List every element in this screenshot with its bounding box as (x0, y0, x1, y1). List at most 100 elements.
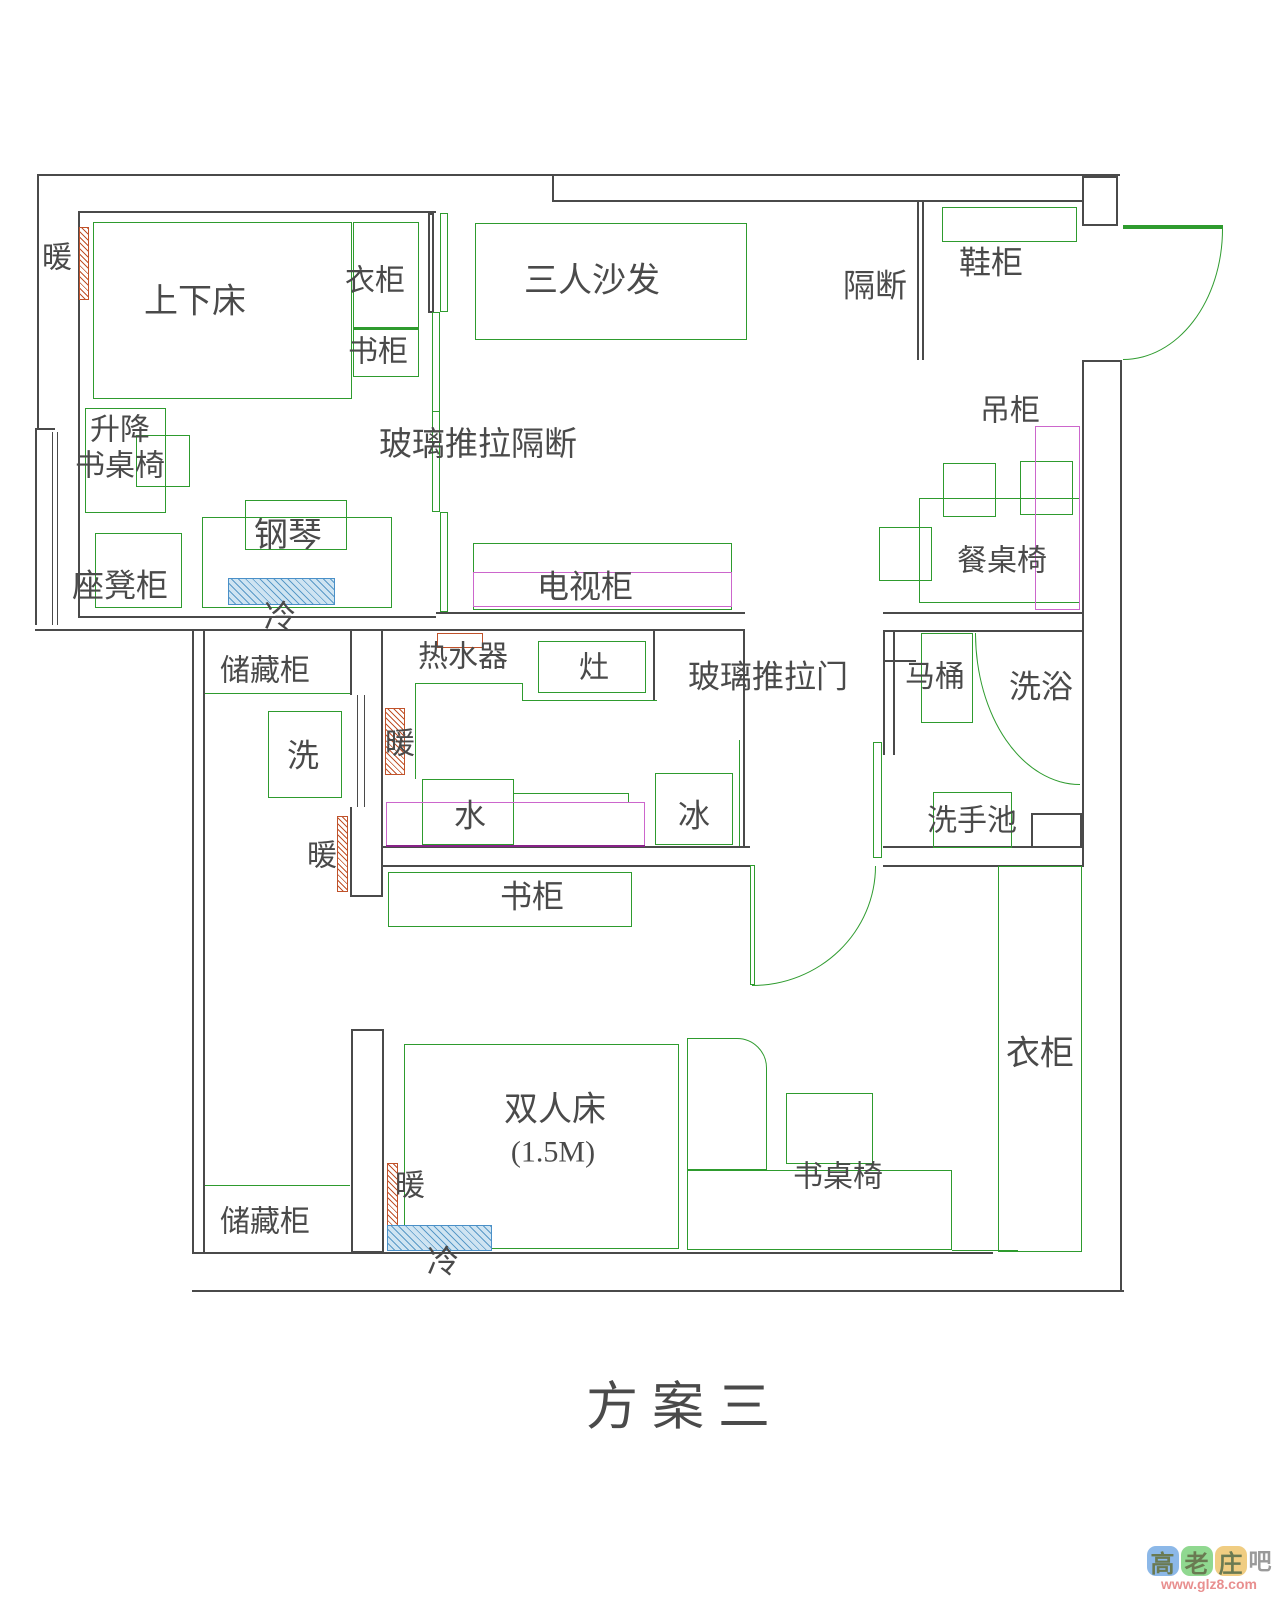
wall-mid-band-2 (436, 629, 745, 631)
wall-corridor-right (381, 631, 383, 897)
bedroom-door-swing (752, 866, 876, 986)
wall-corridor-cap (350, 895, 383, 897)
label-bookcase-2: 书柜 (499, 878, 565, 915)
kitchen-glass-side (739, 740, 740, 846)
fridge (655, 773, 733, 845)
label-bunk-bed: 上下床 (144, 283, 246, 321)
stove (538, 641, 646, 693)
label-lift-desk-2: 书桌椅 (75, 449, 165, 483)
entry-door-leaf (1123, 225, 1223, 229)
bedside-unit (687, 1038, 767, 1170)
wall-hall-partition-2 (922, 202, 924, 360)
storage-divider-2 (205, 1185, 350, 1186)
radiator-1 (79, 227, 89, 300)
label-double-bed: 双人床 (504, 1091, 606, 1129)
bookcase-2 (388, 872, 632, 927)
counter-edge-5 (514, 793, 628, 794)
label-water-heater: 热水器 (418, 640, 508, 674)
wall-bath-niche (885, 660, 916, 662)
label-ac-2: 冷 (426, 1243, 460, 1280)
wall-left-outer (37, 174, 39, 430)
wall-bath-top-1 (883, 612, 1082, 614)
glass-partition-rung (432, 411, 440, 412)
label-wardrobe-2: 衣柜 (1006, 1035, 1074, 1073)
glass-partition-seg-3 (440, 512, 448, 612)
label-desk-2: 书桌椅 (793, 1160, 883, 1194)
wall-kitchen-post (653, 631, 655, 700)
water-heater (437, 633, 483, 648)
wall-bay-step (35, 428, 55, 430)
label-radiator-2: 暖 (385, 727, 415, 761)
double-bed (404, 1044, 679, 1249)
storage-divider-1 (205, 693, 350, 694)
wall-right-outer (1120, 360, 1122, 1292)
ac-unit-1 (228, 578, 335, 605)
wash-basin (933, 792, 1012, 848)
label-lift-desk-1: 升降 (90, 413, 150, 447)
bench-cabinet (95, 533, 182, 608)
label-shower: 洗浴 (1008, 668, 1074, 705)
label-hanging-cabinet: 吊柜 (980, 394, 1040, 428)
wardrobe-2 (998, 866, 1082, 1252)
counter-edge-6 (628, 793, 629, 803)
hanging-cabinet (1035, 426, 1080, 610)
label-radiator-4: 暖 (395, 1169, 425, 1203)
bath-sliding-door (873, 742, 882, 858)
label-hall-partition: 隔断 (842, 267, 908, 304)
wall-bath-top-2 (883, 630, 1082, 632)
label-bookcase-1: 书柜 (348, 335, 408, 369)
bath-counter-block (1031, 813, 1082, 848)
watermark-logo: 高老庄吧 (1144, 1542, 1274, 1578)
piano (202, 517, 392, 608)
wall-bay-glass-2 (57, 432, 58, 625)
label-shoe-cabinet: 鞋柜 (958, 244, 1024, 281)
counter-edge-1 (415, 683, 522, 684)
tv-cabinet (473, 572, 732, 607)
dining-chair-1 (943, 463, 996, 517)
shoe-cabinet (942, 207, 1077, 242)
wall-mid-band-1 (436, 612, 745, 614)
radiator-3 (337, 816, 348, 892)
label-bed-size: (1.5M) (510, 1135, 596, 1169)
wall-bay-glass-1 (52, 432, 53, 625)
wall-bottom-outer (192, 1290, 1124, 1292)
dining-chair-2 (1020, 461, 1073, 515)
label-dining-set: 餐桌椅 (957, 544, 1047, 578)
label-ac-1: 冷 (263, 598, 297, 635)
label-sofa: 三人沙发 (524, 262, 660, 300)
label-tv-cabinet: 电视柜 (536, 568, 634, 605)
wall-top-outer (37, 174, 1120, 176)
label-radiator-1: 暖 (42, 241, 72, 275)
wall-top-inner-right (552, 200, 1082, 202)
label-washer: 洗 (286, 737, 320, 774)
wall-bath-left-1 (883, 630, 885, 755)
wall-kitchen-right (743, 631, 745, 847)
label-piano: 钢琴 (254, 517, 322, 555)
counter-edge-3 (522, 700, 657, 701)
glass-partition-seg-2 (432, 312, 440, 512)
desk-2-ext (952, 1250, 1018, 1251)
wall-bottom-inner (192, 1252, 993, 1254)
label-glass-door: 玻璃推拉门 (687, 658, 849, 695)
wall-door-sill (1082, 360, 1120, 362)
wall-corridor-left-low (350, 807, 352, 897)
watermark: 高老庄吧 www.glz8.com (1144, 1542, 1274, 1592)
watermark-tile: 高 (1146, 1546, 1179, 1578)
wall-top-inner-left (78, 211, 436, 213)
lift-desk (85, 408, 166, 513)
dining-chair-3 (879, 527, 932, 581)
wall-left-lower-outer (192, 631, 194, 1252)
wall-room1-bottom-1 (78, 616, 436, 618)
lift-desk-chair (136, 435, 190, 487)
wall-bath-left-2 (893, 630, 895, 755)
wall-bay-outer (35, 428, 37, 625)
washer (268, 711, 342, 798)
wall-left-lower-inner (203, 631, 205, 1252)
wall-right-inner (1082, 360, 1084, 867)
label-bench-cabinet: 座凳柜 (71, 567, 169, 604)
watermark-suffix: 吧 (1248, 1549, 1272, 1574)
label-toilet: 马桶 (905, 660, 965, 694)
watermark-tile: 老 (1180, 1546, 1213, 1578)
kitchen-counter (386, 802, 645, 847)
